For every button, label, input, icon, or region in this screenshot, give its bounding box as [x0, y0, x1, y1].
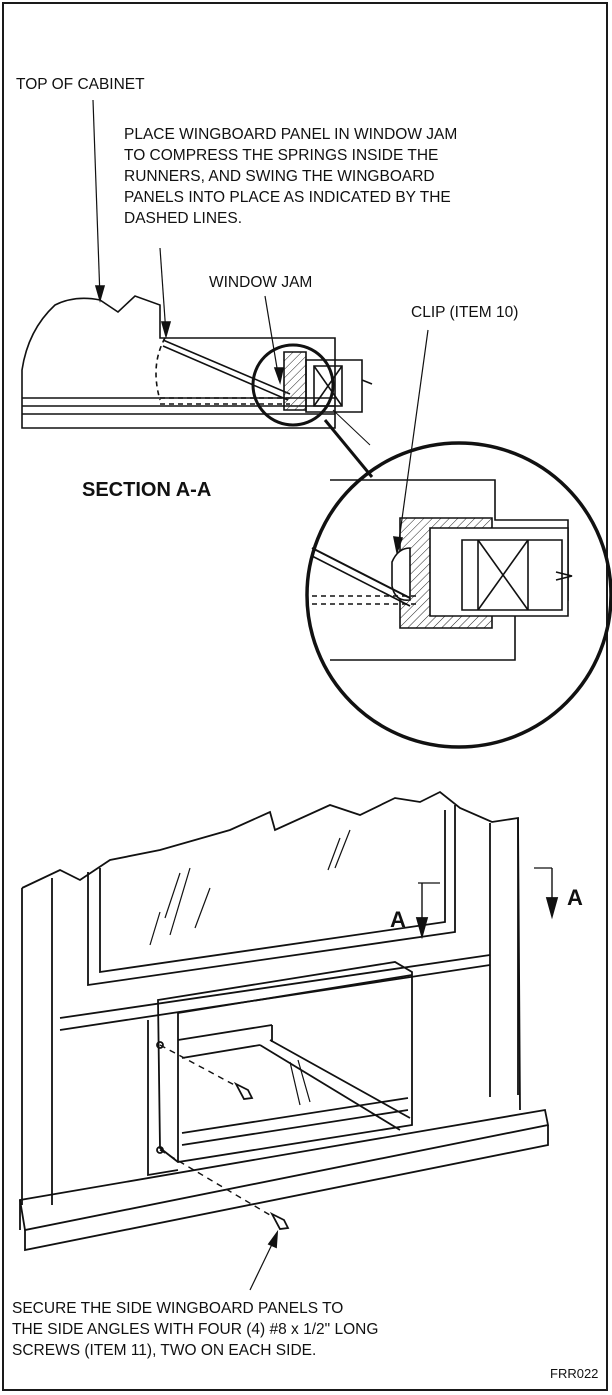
label-top-of-cabinet: TOP OF CABINET	[16, 76, 145, 93]
ac-brace	[260, 1040, 410, 1130]
cabinet-outline	[22, 296, 335, 428]
leader-top-of-cabinet	[93, 100, 100, 298]
section-marker-left: A	[390, 907, 406, 932]
instruction-bottom: SECURE THE SIDE WINGBOARD PANELS TO THE …	[12, 1300, 379, 1359]
ac-unit-front	[158, 962, 412, 1162]
wall-torn-top	[22, 792, 520, 1110]
label-window-jam: WINDOW JAM	[209, 274, 313, 291]
detail-circle-small	[253, 345, 333, 425]
window-sill	[20, 1110, 548, 1230]
section-title: SECTION A-A	[82, 479, 212, 501]
screw-upper-icon	[236, 1084, 252, 1099]
figure-code: FRR022	[550, 1366, 599, 1381]
section-view-drawing	[22, 100, 611, 747]
swing-path-dashed	[156, 338, 165, 400]
instruction-top: PLACE WINGBOARD PANEL IN WINDOW JAM TO C…	[124, 126, 458, 227]
wingboard-panel	[163, 340, 290, 394]
detail-circle-large	[307, 443, 611, 747]
leader-dashed-lines	[160, 248, 166, 334]
label-clip: CLIP (ITEM 10)	[411, 304, 519, 321]
installation-view-drawing	[20, 792, 557, 1290]
screw-lower-icon	[272, 1214, 288, 1229]
leader-clip	[398, 330, 428, 548]
leader-window-jam	[265, 296, 279, 380]
section-marker-right: A	[567, 885, 583, 910]
